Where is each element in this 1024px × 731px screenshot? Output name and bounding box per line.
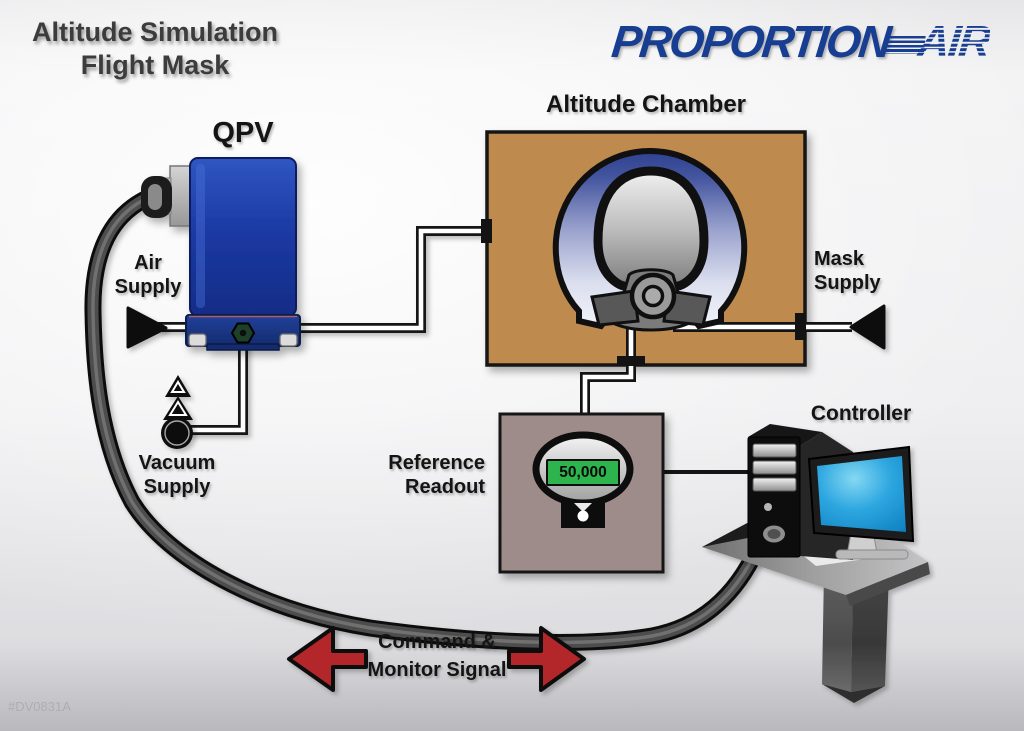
- mask-supply-line1: Mask: [814, 248, 865, 270]
- mask-supply-funnel-icon: [849, 304, 886, 350]
- drive-bay: [752, 460, 797, 475]
- signal-cable: [84, 187, 766, 651]
- command-arrow-left-icon: [287, 626, 368, 692]
- gauge-button: [577, 510, 589, 522]
- mask-supply-label: Mask Supply: [814, 247, 924, 296]
- power-button: [764, 503, 772, 511]
- signal-label-line2: Monitor Signal: [367, 658, 507, 681]
- controller-label: Controller: [810, 402, 912, 425]
- chamber-left-port: [481, 219, 492, 243]
- logo-text-proportion: PROPORTION: [609, 16, 892, 67]
- vacuum-supply-label: Vacuum Supply: [118, 451, 236, 500]
- mask-supply-line2: Supply: [814, 272, 881, 295]
- controller-computer-illustration: [702, 424, 930, 703]
- vacuum-supply-icon: [161, 375, 193, 449]
- drive-bay: [752, 477, 797, 492]
- signal-label-line1: Command &: [378, 631, 496, 653]
- page-title-line1: Altitude Simulation: [32, 17, 278, 47]
- chamber-right-port: [795, 313, 806, 340]
- vacuum-supply-line2: Supply: [143, 476, 211, 499]
- reference-readout-label: Reference Readout: [365, 451, 485, 500]
- logo-text-air: AIR: [915, 16, 992, 67]
- air-supply-line1: Air: [134, 252, 162, 274]
- air-supply-label: Air Supply: [98, 251, 198, 300]
- tower-top: [748, 424, 822, 446]
- monitor-screen: [817, 456, 906, 532]
- drawing-number-watermark: #DV0831A: [8, 699, 71, 714]
- command-monitor-signal-label: Command & Monitor Signal: [358, 629, 516, 684]
- vacuum-supply-line1: Vacuum: [138, 452, 216, 474]
- chamber-bottom-port: [617, 356, 645, 366]
- qpv-label: QPV: [212, 117, 274, 149]
- air-supply-funnel-icon: [126, 306, 168, 349]
- altitude-readout-display: 50,000: [546, 459, 620, 486]
- proportion-air-logo: PROPORTION AIR: [609, 14, 1007, 70]
- page-title: Altitude Simulation Flight Mask: [30, 16, 280, 82]
- chamber-pipes: [481, 219, 852, 442]
- air-supply-line2: Supply: [114, 276, 182, 299]
- flight-helmet-illustration: [552, 147, 748, 332]
- page-title-line2: Flight Mask: [80, 49, 230, 80]
- reference-readout-line2: Readout: [405, 476, 485, 499]
- altitude-chamber-label: Altitude Chamber: [545, 91, 746, 118]
- qpv-valve-illustration: [141, 157, 301, 351]
- pedestal: [822, 572, 853, 692]
- reference-readout-line1: Reference: [388, 452, 485, 474]
- reference-readout-gauge: [498, 412, 665, 574]
- drive-bay: [752, 443, 797, 458]
- command-arrow-right-icon: [507, 626, 586, 692]
